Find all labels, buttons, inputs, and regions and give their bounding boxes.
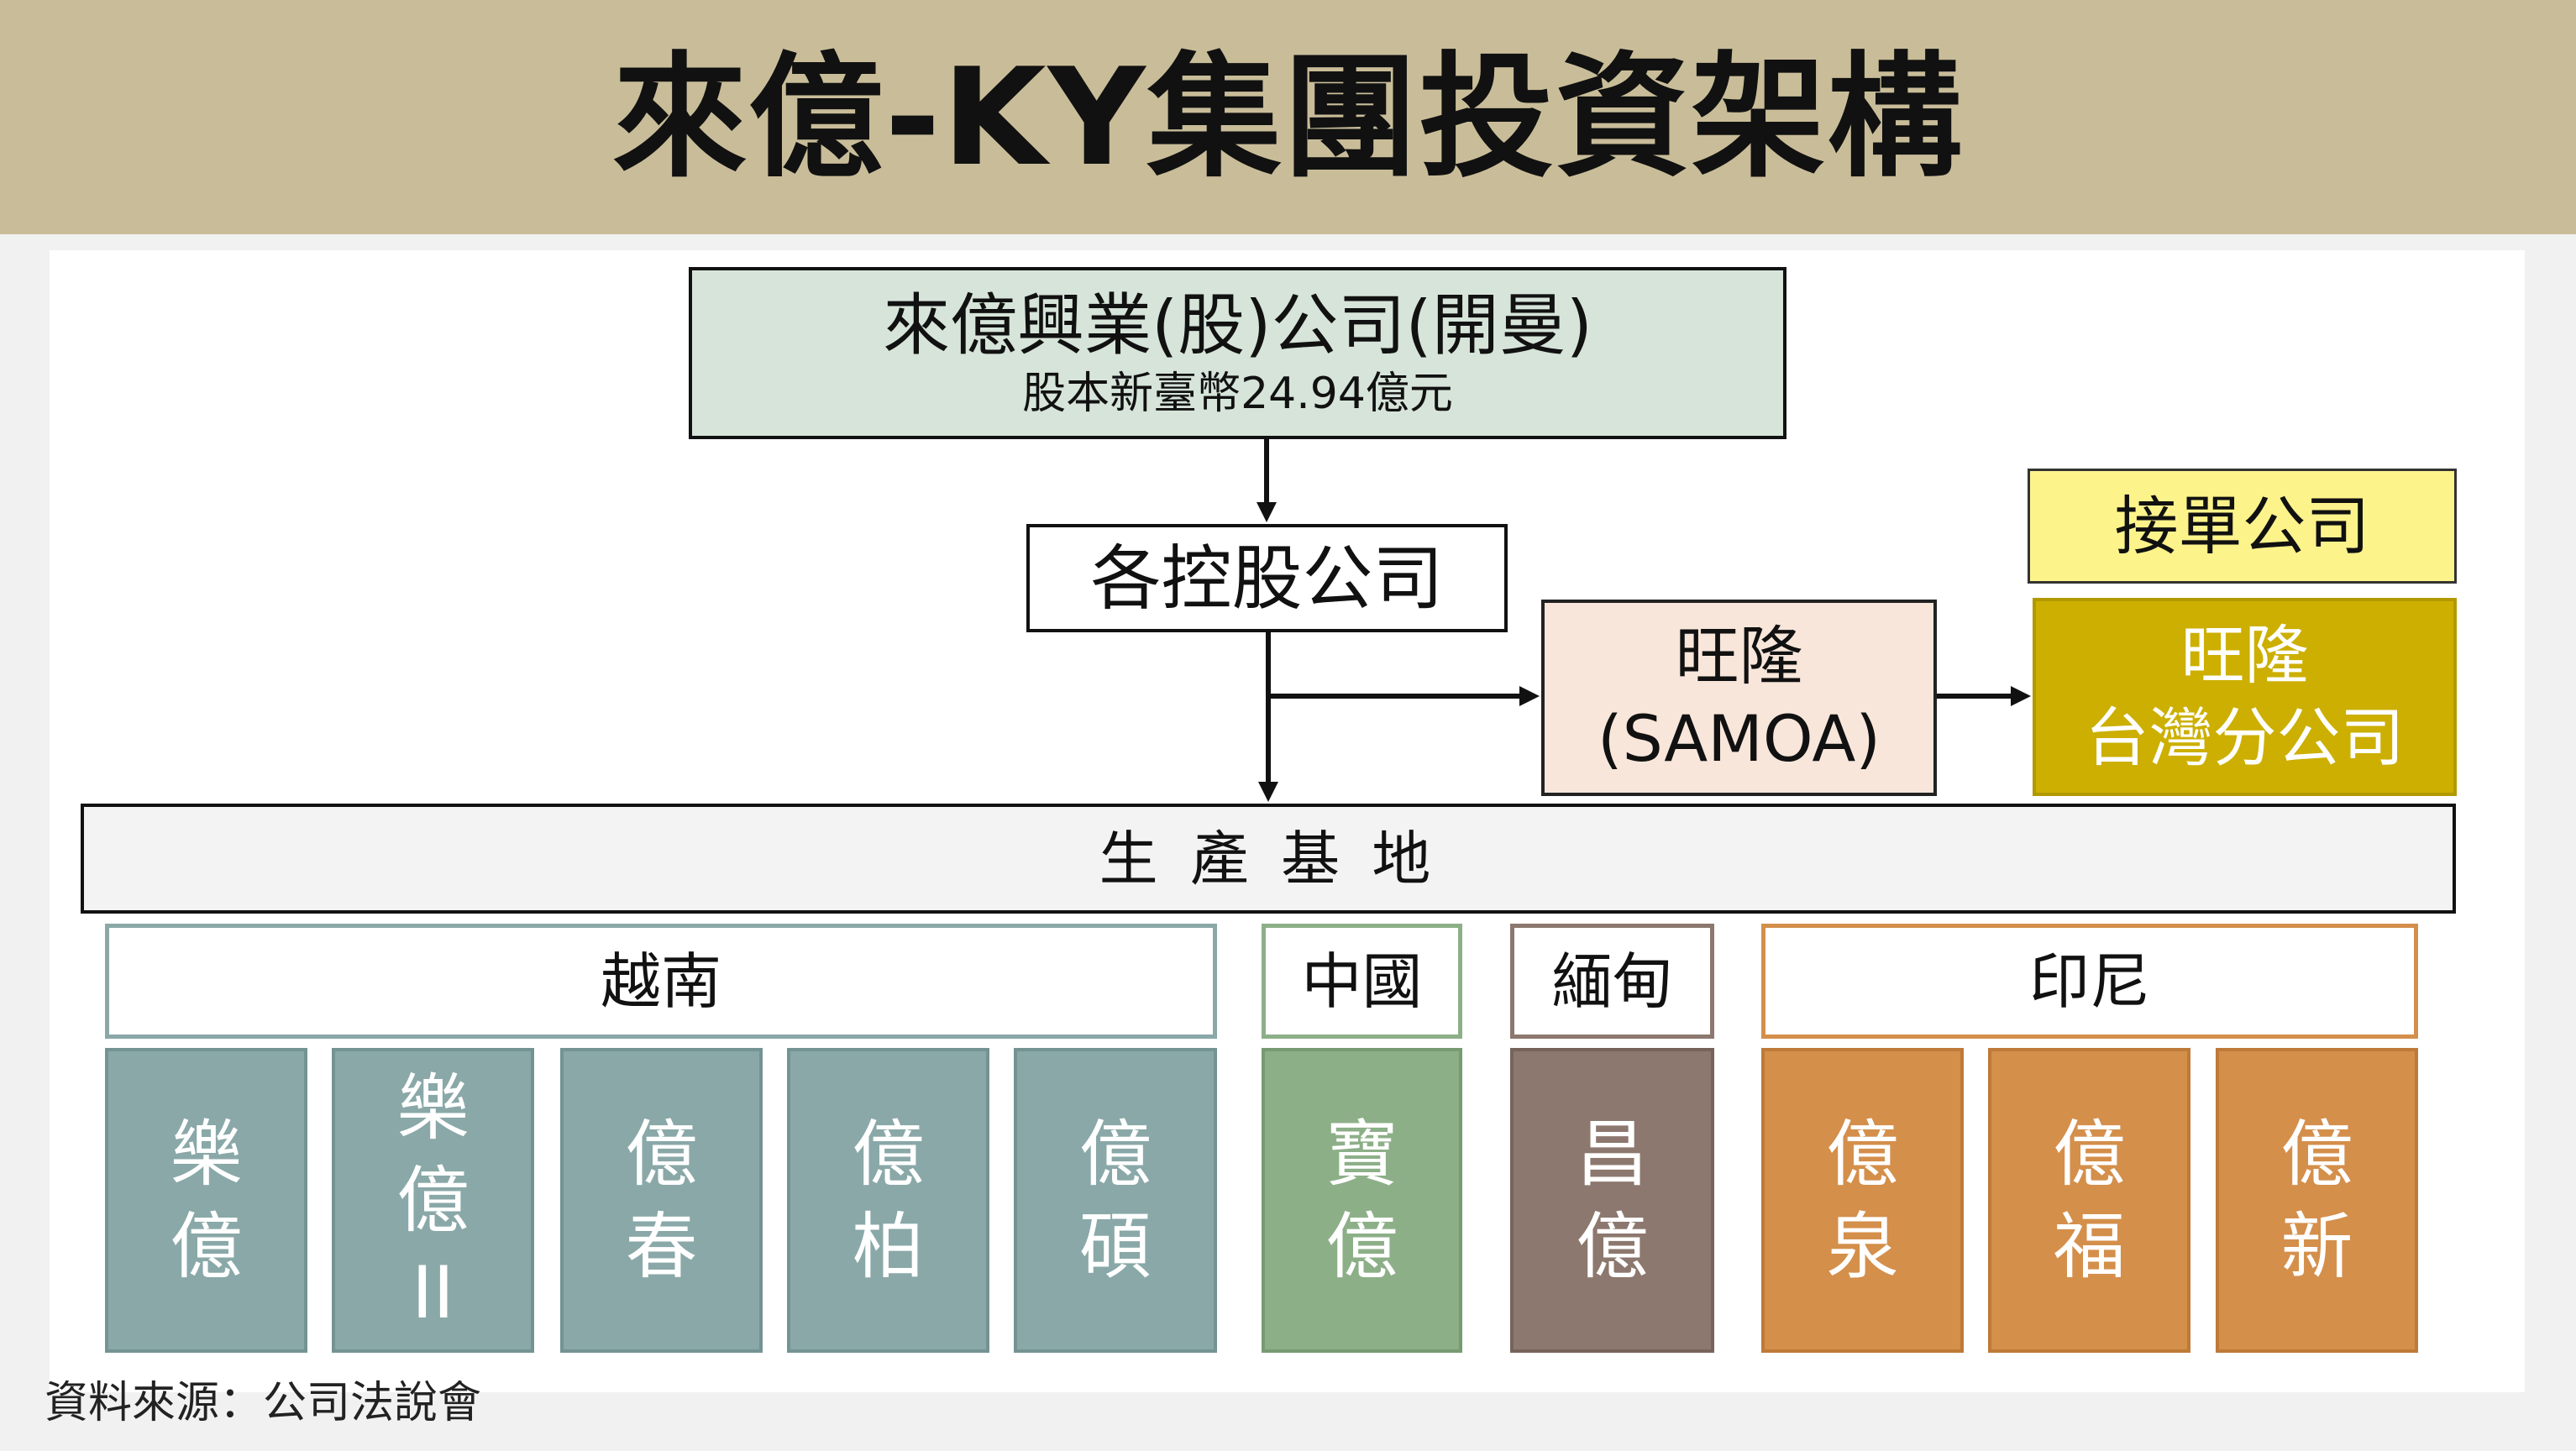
subsidiary-name-char: 億 xyxy=(852,1112,925,1197)
subsidiary-name-char: 億 xyxy=(2053,1112,2126,1197)
holding-companies-label: 各控股公司 xyxy=(1090,537,1444,620)
subsidiary-name-char: 新 xyxy=(2280,1204,2353,1289)
subsidiary-name-char: 億 xyxy=(1576,1204,1649,1289)
holding-companies-box: 各控股公司 xyxy=(1026,524,1508,632)
subsidiary-name-char: 春 xyxy=(625,1204,698,1289)
subsidiary-name-char: 柏 xyxy=(852,1204,925,1289)
region-name: 越南 xyxy=(600,946,721,1017)
subsidiary-name-char: 寶 xyxy=(1325,1112,1398,1197)
parent-company-name: 來億興業(股)公司(開曼) xyxy=(883,285,1592,364)
subsidiary-name-char: 億 xyxy=(625,1112,698,1197)
subsidiary-name-char: 碩 xyxy=(1079,1204,1152,1289)
subsidiary-yi-shuo: 億 碩 xyxy=(1014,1048,1217,1353)
subsidiary-le-yi-ii: 樂 億 II xyxy=(332,1048,534,1353)
subsidiary-yi-chun: 億 春 xyxy=(560,1048,763,1353)
region-header-vietnam: 越南 xyxy=(105,924,1217,1039)
subsidiary-bao-yi: 寶 億 xyxy=(1262,1048,1462,1353)
subsidiary-name-char: 樂 xyxy=(396,1066,470,1150)
subsidiary-yi-xin: 億 新 xyxy=(2216,1048,2418,1353)
taiwan-branch-name: 旺隆 xyxy=(2180,618,2309,693)
subsidiary-name-char: 億 xyxy=(1325,1204,1398,1289)
subsidiary-yi-quan: 億 泉 xyxy=(1761,1048,1964,1353)
subsidiary-yi-fu: 億 福 xyxy=(1988,1048,2190,1353)
subsidiary-yi-bai: 億 柏 xyxy=(787,1048,989,1353)
region-name: 中國 xyxy=(1301,946,1423,1017)
page-title: 來億-KY集團投資架構 xyxy=(612,38,1964,196)
subsidiary-name-char: 福 xyxy=(2053,1204,2126,1289)
region-header-indonesia: 印尼 xyxy=(1761,924,2418,1039)
taiwan-branch-box: 旺隆 台灣分公司 xyxy=(2033,598,2457,796)
subsidiary-name-char: 泉 xyxy=(1826,1204,1899,1289)
region-name: 緬甸 xyxy=(1551,946,1673,1017)
region-name: 印尼 xyxy=(2028,946,2150,1017)
production-base-box: 生 產 基 地 xyxy=(81,804,2456,914)
subsidiary-name-char: 億 xyxy=(170,1204,243,1289)
subsidiary-name-char: 億 xyxy=(396,1158,470,1243)
subsidiary-name-char: 億 xyxy=(2280,1112,2353,1197)
source-note: 資料來源：公司法說會 xyxy=(45,1378,482,1428)
title-banner: 來億-KY集團投資架構 xyxy=(0,0,2576,234)
region-header-china: 中國 xyxy=(1262,924,1462,1039)
parent-company-capital: 股本新臺幣24.94億元 xyxy=(1022,368,1453,419)
order-company-label-box: 接單公司 xyxy=(2028,469,2457,584)
taiwan-branch-type: 台灣分公司 xyxy=(2085,700,2405,775)
production-base-label: 生 產 基 地 xyxy=(1099,824,1438,893)
order-company-label: 接單公司 xyxy=(2114,488,2370,563)
subsidiary-name-char: II xyxy=(412,1250,454,1335)
samoa-entity-box: 旺隆 (SAMOA) xyxy=(1541,600,1937,796)
subsidiary-name-char: 樂 xyxy=(170,1112,243,1197)
subsidiary-name-char: 昌 xyxy=(1576,1112,1649,1197)
samoa-entity-jurisdiction: (SAMOA) xyxy=(1598,701,1881,776)
subsidiary-chang-yi: 昌 億 xyxy=(1510,1048,1714,1353)
samoa-entity-name: 旺隆 xyxy=(1675,619,1803,694)
parent-company-box: 來億興業(股)公司(開曼) 股本新臺幣24.94億元 xyxy=(689,267,1786,439)
subsidiary-name-char: 億 xyxy=(1826,1112,1899,1197)
subsidiary-le-yi: 樂 億 xyxy=(105,1048,307,1353)
region-header-myanmar: 緬甸 xyxy=(1510,924,1714,1039)
subsidiary-name-char: 億 xyxy=(1079,1112,1152,1197)
